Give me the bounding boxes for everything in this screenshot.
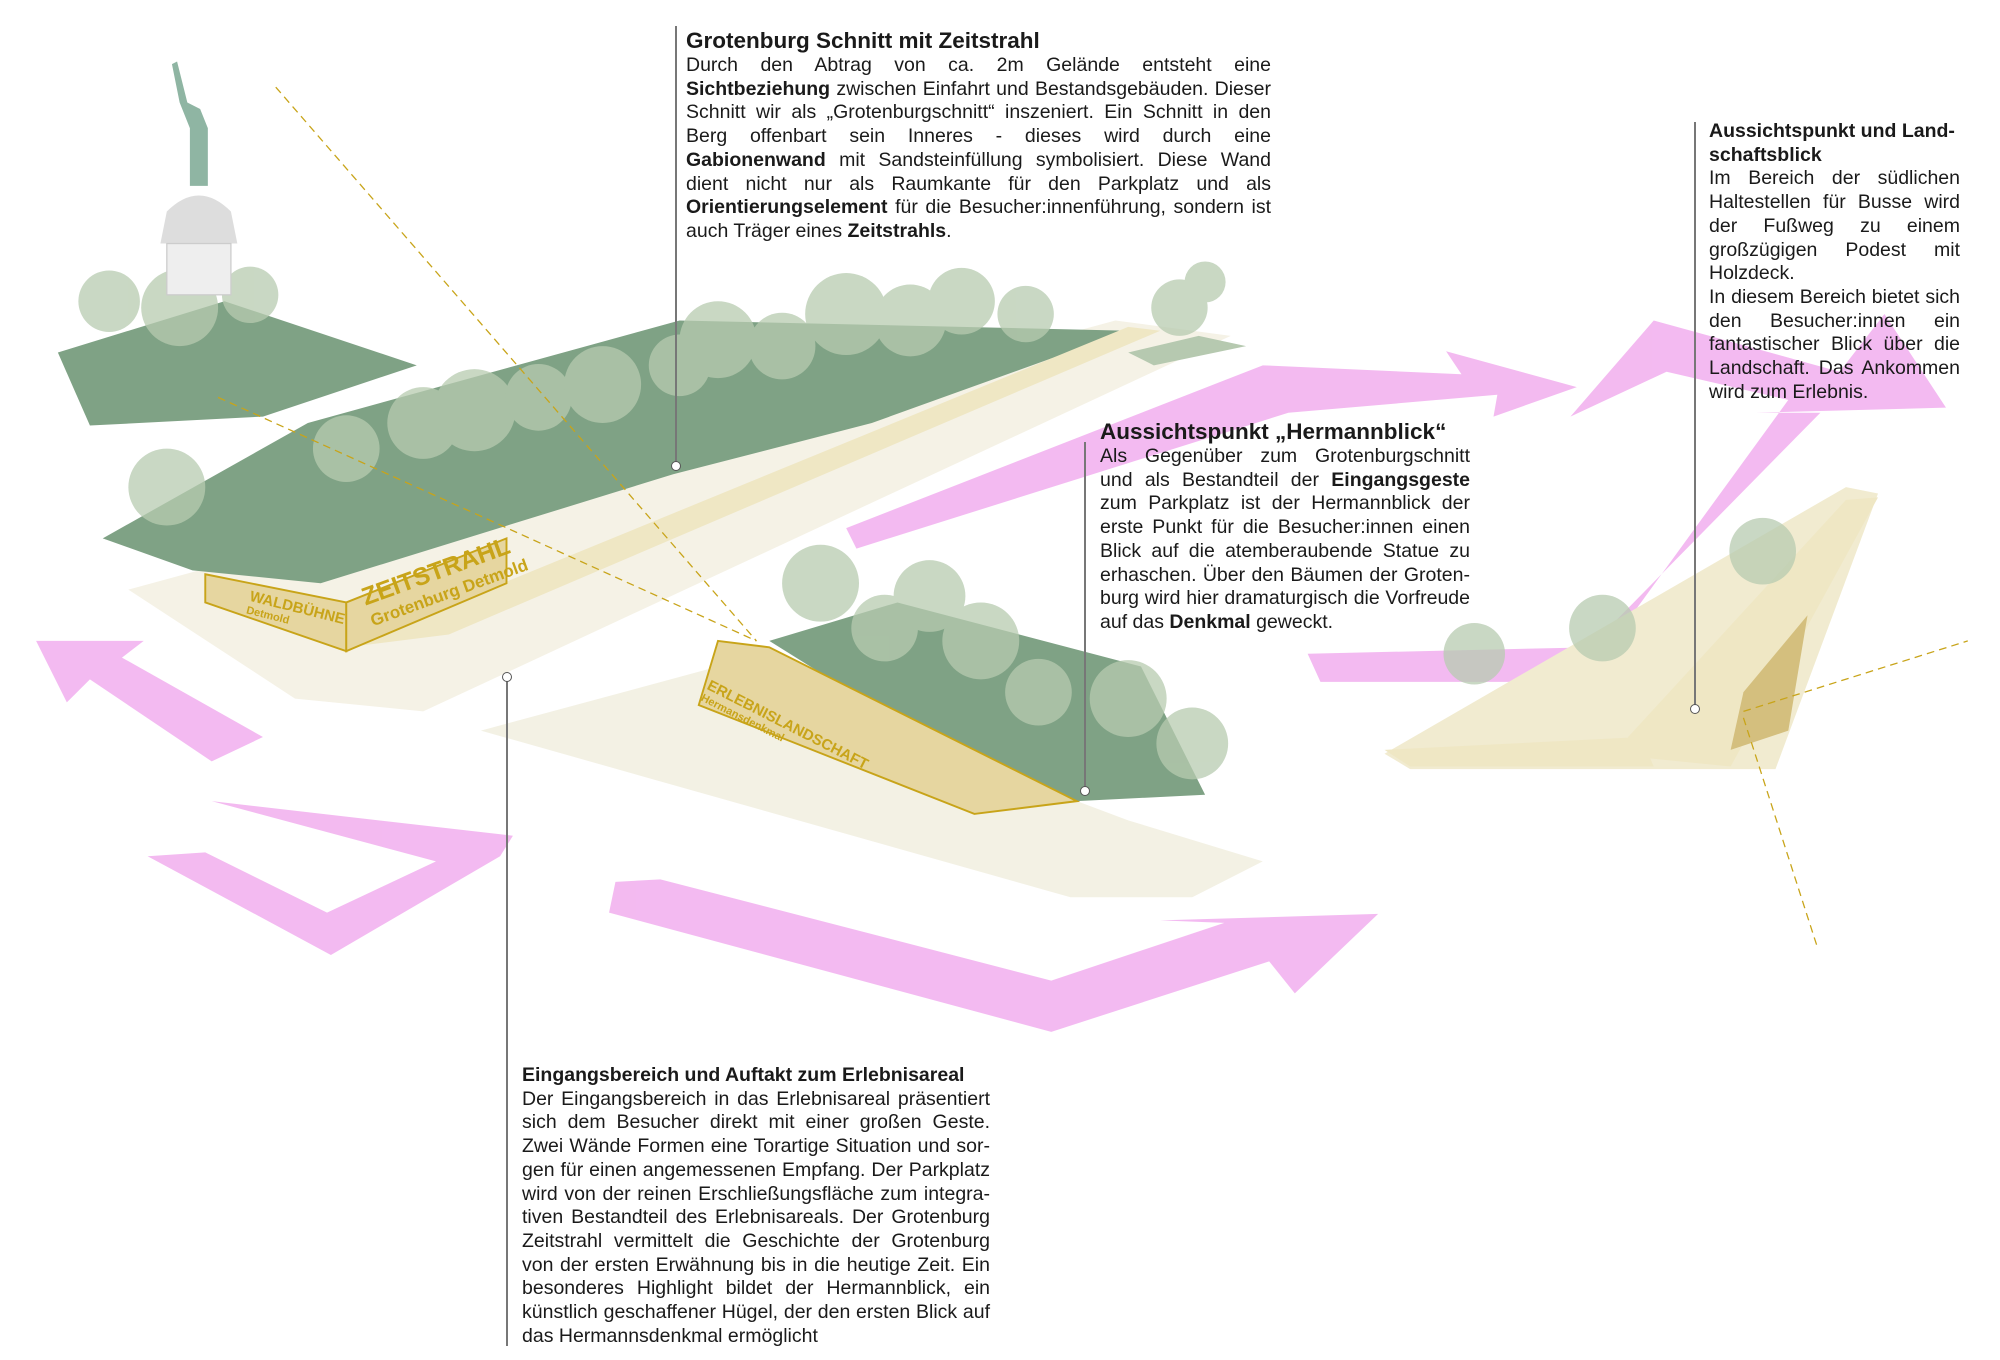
paths [346, 326, 1879, 767]
sight-lines [217, 86, 1968, 949]
hermannsdenkmal [160, 61, 238, 296]
leader-line-eingang [506, 680, 508, 1346]
annotation-eingang: Eingangsbereich und Auftakt zum Erlebnis… [522, 1064, 990, 1348]
leader-dot-grotenburg [671, 461, 681, 471]
annotation-title: Aussichtspunkt „Hermannblick“ [1100, 419, 1447, 444]
annotation-body: Als Gegenüber zum Grotenburgschnitt und … [1100, 445, 1470, 633]
leader-dot-landschaftsblick [1690, 704, 1700, 714]
leader-line-hermannblick [1084, 442, 1086, 789]
annotation-body-2: In diesem Bereich bietet sich den Besuch… [1709, 285, 1960, 403]
annotation-landschaftsblick: Aussichtspunkt und Land-schaftsblick Im … [1709, 120, 1960, 404]
walls [204, 536, 1808, 815]
flow-arrow-bottom-left [147, 801, 513, 955]
annotation-grotenburg: Grotenburg Schnitt mit Zeitstrahl Durch … [686, 28, 1271, 244]
annotation-body: Durch den Abtrag von ca. 2m Gelände ents… [686, 54, 1271, 242]
flow-arrow-right [1307, 314, 1946, 682]
flow-arrow-left [36, 640, 263, 762]
leader-line-landschaftsblick [1694, 122, 1696, 708]
trees [78, 261, 1797, 780]
annotation-body: Der Eingangsbereich in das Erlebnisareal… [522, 1087, 990, 1347]
leader-line-grotenburg [675, 26, 677, 464]
leader-dot-hermannblick [1080, 786, 1090, 796]
leader-dot-eingang [502, 672, 512, 682]
flow-arrow-top-middle [846, 351, 1577, 549]
annotation-body: Im Bereich der südlichen Haltestellen fü… [1709, 167, 1960, 285]
annotation-title: Aussichtspunkt und Land-schaftsblick [1709, 120, 1955, 166]
flow-arrows [36, 314, 1946, 1032]
annotation-hermannblick: Aussichtspunkt „Hermannblick“ Als Gegenü… [1100, 419, 1470, 635]
annotation-title: Grotenburg Schnitt mit Zeitstrahl [686, 28, 1040, 53]
annotation-title: Eingangsbereich und Auftakt zum Erlebnis… [522, 1064, 965, 1086]
flow-arrow-bottom-middle [609, 879, 1379, 1032]
